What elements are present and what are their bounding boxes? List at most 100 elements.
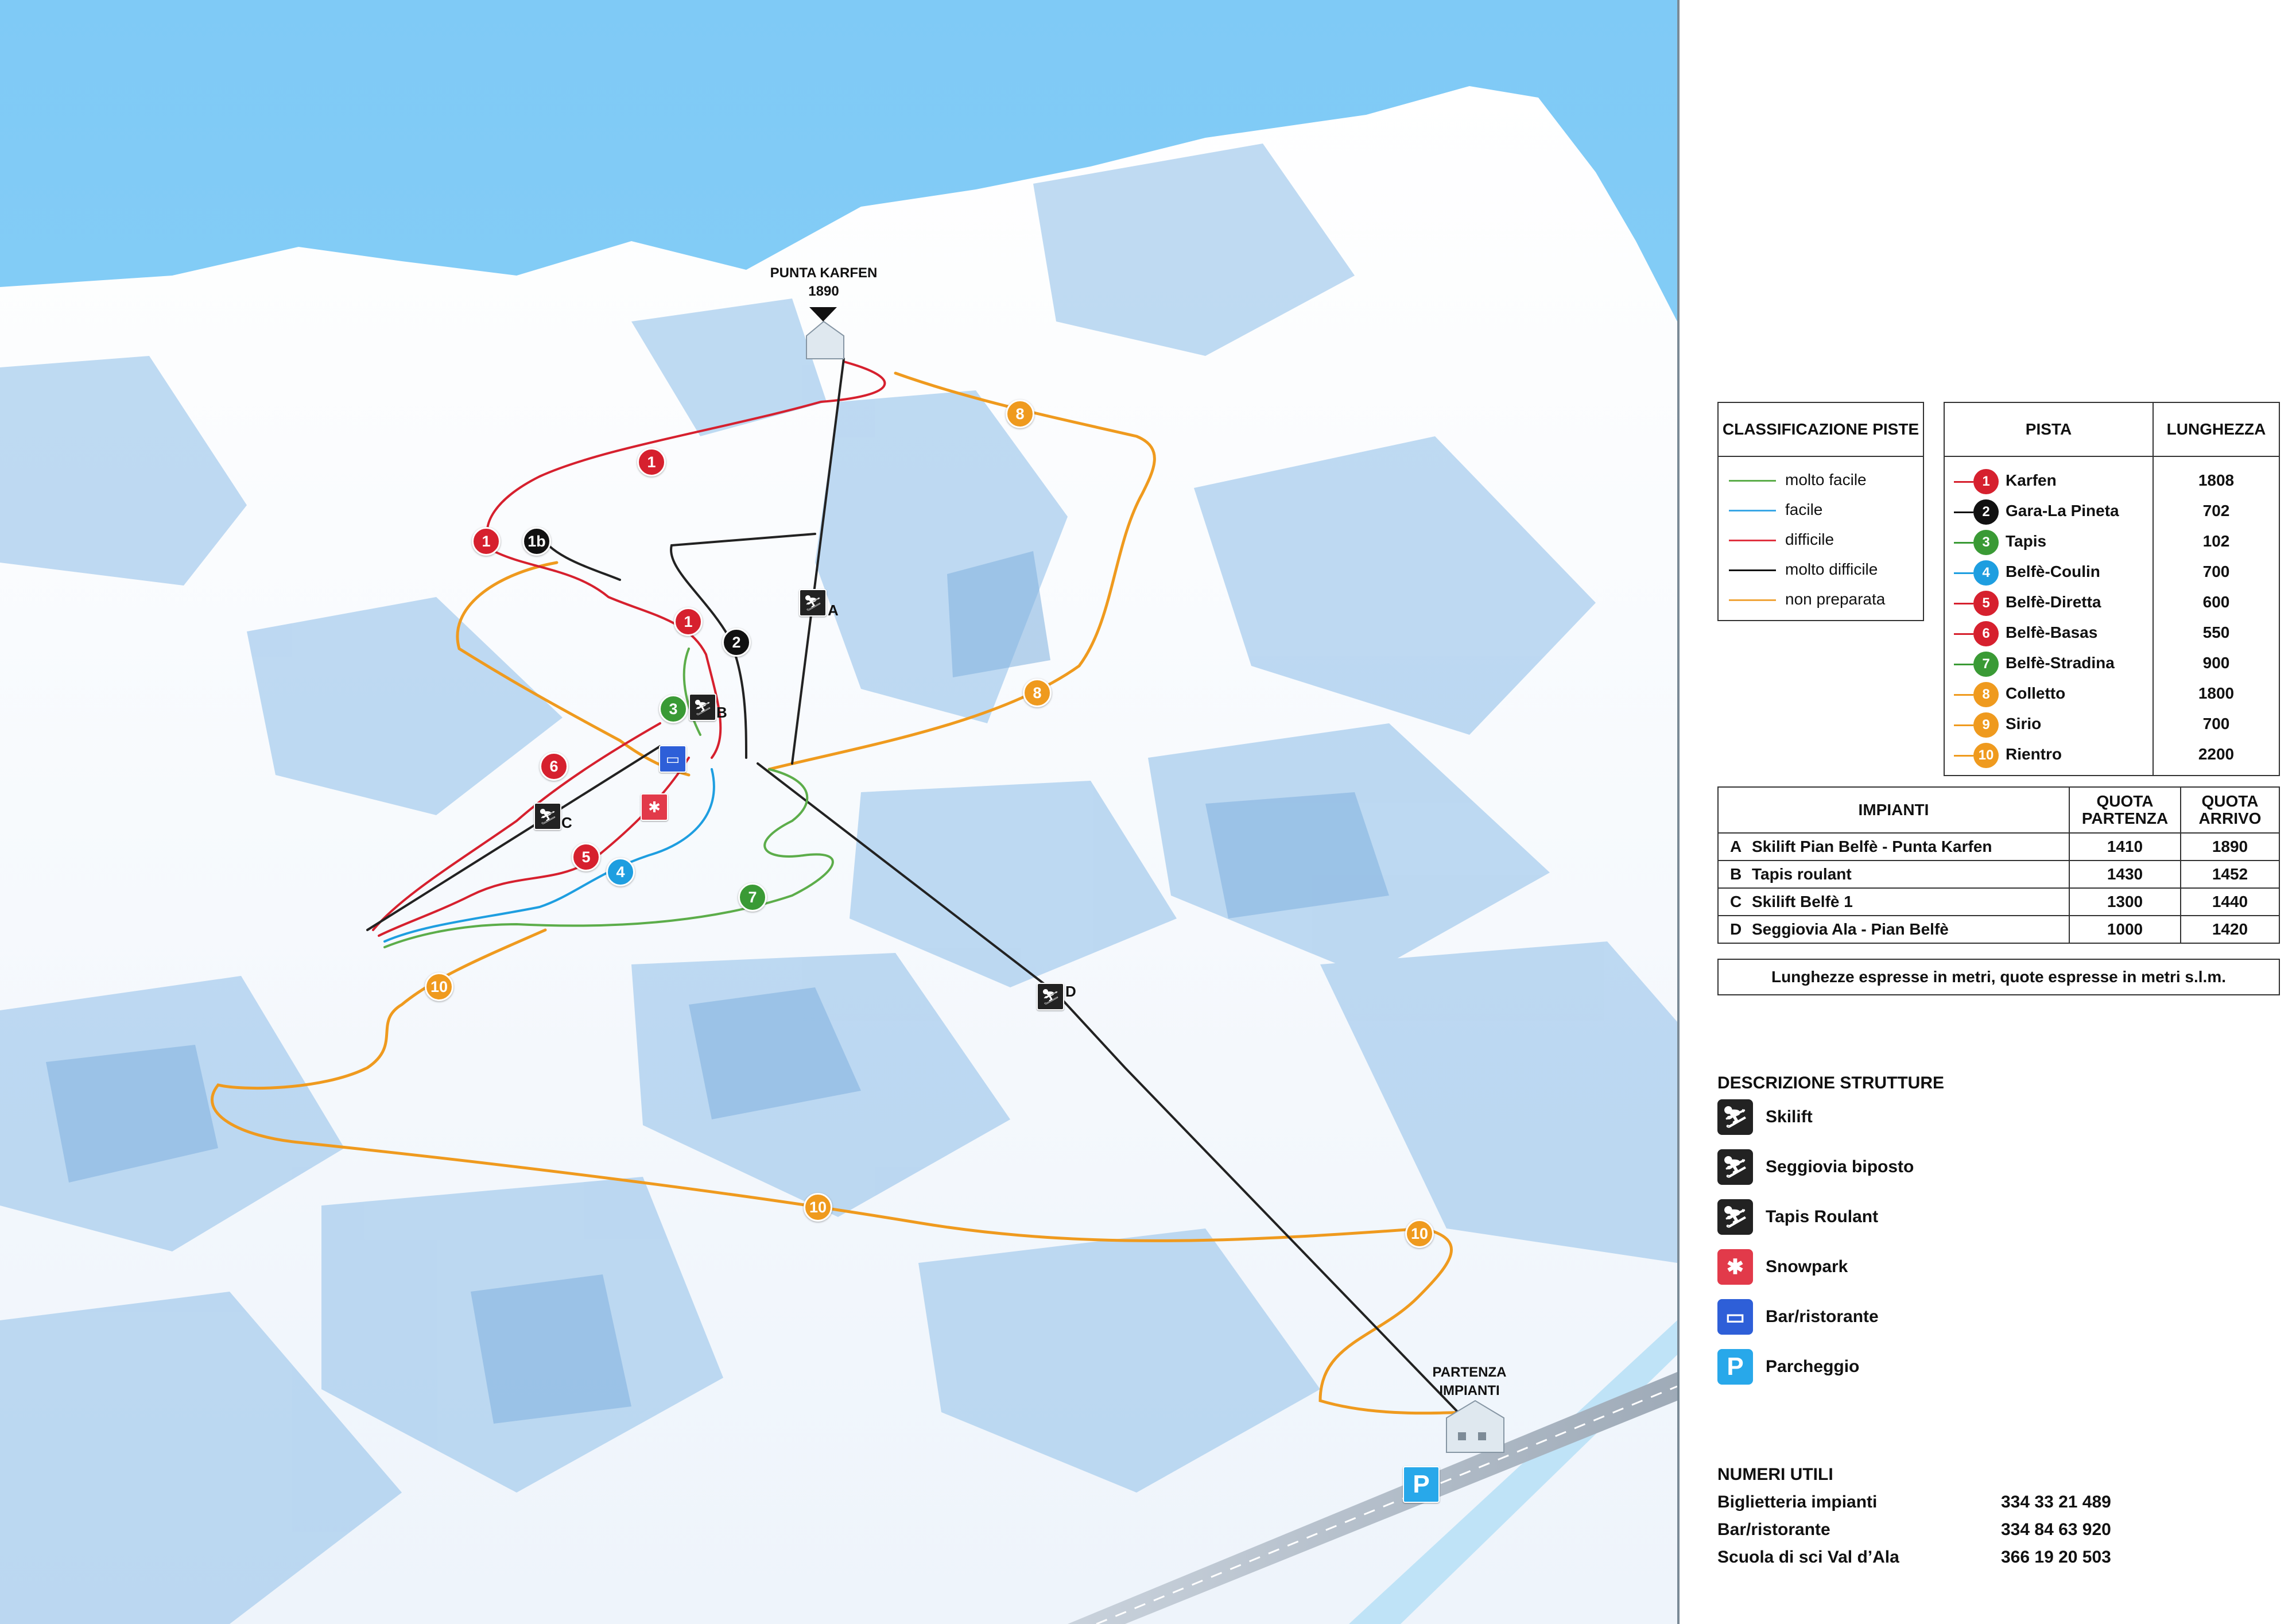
- legend-panel: CLASSIFICAZIONE PISTE molto facile facil…: [1680, 0, 2296, 1624]
- peak-label: PUNTA KARFEN 1890: [752, 264, 895, 301]
- run-marker-4[interactable]: 4: [606, 858, 635, 886]
- run-10-path: [211, 928, 1471, 1415]
- run-8-path: [767, 371, 1156, 771]
- piste-classification-table: CLASSIFICAZIONE PISTE molto facile facil…: [1717, 402, 1924, 621]
- run-marker-3[interactable]: 3: [659, 695, 688, 723]
- map-illustration: [0, 0, 1677, 1624]
- peak-name: PUNTA KARFEN: [770, 265, 878, 281]
- run-marker-1[interactable]: 1: [472, 527, 501, 556]
- bar-restaurant-icon[interactable]: ▭: [659, 745, 687, 773]
- swatch-green: [1729, 480, 1776, 482]
- chairlift-icon[interactable]: ⛷: [1037, 983, 1064, 1010]
- structure-item: ⛷ Tapis Roulant: [1717, 1199, 1878, 1235]
- skilift-icon[interactable]: ⛷: [799, 589, 827, 617]
- lift-D-line: [757, 762, 1459, 1413]
- phone-number[interactable]: 334 33 21 489: [2001, 1493, 2111, 1511]
- run-4-path: [383, 768, 715, 943]
- run-marker-1[interactable]: 1: [637, 448, 666, 476]
- lift-row[interactable]: A Skilift Pian Belfè - Punta Karfen 1410…: [1717, 832, 2280, 861]
- structures-title: DESCRIZIONE STRUTTURE: [1717, 1073, 1945, 1092]
- run-marker-5[interactable]: 5: [572, 843, 600, 871]
- river: [1349, 1320, 1677, 1624]
- snowpark-icon[interactable]: ✱: [641, 793, 668, 821]
- run-marker-8[interactable]: 8: [1006, 400, 1034, 428]
- structure-item: P Parcheggio: [1717, 1349, 1859, 1385]
- chairlift-icon: ⛷: [1717, 1149, 1753, 1185]
- lifts-col-start: QUOTA PARTENZA: [2069, 786, 2181, 834]
- classification-item: non preparata: [1729, 584, 1915, 614]
- phone-number[interactable]: 366 19 20 503: [2001, 1548, 2111, 1567]
- phone-number[interactable]: 334 84 63 920: [2001, 1520, 2111, 1539]
- bar-restaurant-icon: ▭: [1717, 1299, 1753, 1335]
- run-7-path: [383, 768, 834, 948]
- run-6-path: [372, 722, 661, 931]
- structure-item: ⛷ Skilift: [1717, 1099, 1813, 1135]
- run-marker-1b[interactable]: 1b: [522, 527, 551, 556]
- piste-length: 600: [2202, 593, 2230, 611]
- run-3-path: [682, 648, 701, 736]
- run-marker-1[interactable]: 1: [674, 607, 703, 636]
- peak-altitude: 1890: [808, 284, 839, 299]
- run-marker-8[interactable]: 8: [1023, 679, 1052, 707]
- run-marker-6[interactable]: 6: [540, 752, 568, 781]
- peak-marker-icon: [809, 307, 837, 321]
- classification-item: difficile: [1729, 525, 1915, 555]
- lifts-table: IMPIANTI QUOTA PARTENZA QUOTA ARRIVO A S…: [1717, 786, 2280, 944]
- piste-length: 900: [2202, 654, 2230, 672]
- classification-item: molto facile: [1729, 465, 1915, 495]
- piste-length: 1808: [2198, 471, 2235, 489]
- lift-label-C: C: [561, 814, 572, 831]
- numbers-title: NUMERI UTILI: [1717, 1465, 1833, 1484]
- classification-item: facile: [1729, 495, 1915, 525]
- peak-hut-icon: [806, 320, 844, 359]
- pistes-lengths-column: 1808 702 102 700 600 550 900 1800 700 22…: [2152, 456, 2280, 776]
- skilift-icon[interactable]: ⛷: [534, 803, 561, 830]
- run-marker-10[interactable]: 10: [425, 972, 453, 1001]
- base-label: PARTENZA IMPIANTI: [1412, 1363, 1527, 1400]
- phone-label: Biglietteria impianti: [1717, 1493, 1878, 1511]
- tapis-roulant-icon[interactable]: ⛷: [689, 693, 716, 721]
- parking-icon[interactable]: P: [1403, 1466, 1440, 1503]
- lift-C-line: [366, 745, 661, 931]
- phone-label: Scuola di sci Val d’Ala: [1717, 1548, 1899, 1567]
- run-marker-10[interactable]: 10: [1405, 1219, 1434, 1248]
- run-marker-10[interactable]: 10: [804, 1193, 832, 1222]
- lift-label-A: A: [828, 602, 839, 619]
- trail-map: PUNTA KARFEN 1890 PARTENZA IMPIANTI 1 1 …: [0, 0, 1677, 1624]
- parking-icon: P: [1717, 1349, 1753, 1385]
- piste-length: 2200: [2198, 745, 2235, 763]
- snowpark-icon: ✱: [1717, 1249, 1753, 1285]
- swatch-black: [1729, 569, 1776, 572]
- forest-shading: [46, 551, 1389, 1424]
- piste-length: 102: [2202, 532, 2230, 550]
- lifts-col-name: IMPIANTI: [1717, 786, 2070, 834]
- lift-row[interactable]: C Skilift Belfè 1 1300 1440: [1717, 887, 2280, 916]
- phone-label: Bar/ristorante: [1717, 1520, 1830, 1539]
- base-station-icon: [1446, 1400, 1504, 1453]
- piste-length: 550: [2202, 623, 2230, 641]
- lift-row[interactable]: D Seggiovia Ala - Pian Belfè 1000 1420: [1717, 915, 2280, 944]
- run-marker-2[interactable]: 2: [722, 628, 751, 657]
- classification-list: molto facile facile difficile molto diff…: [1717, 456, 1924, 621]
- piste-length: 700: [2202, 563, 2230, 580]
- road: [1068, 1372, 1677, 1624]
- lift-row[interactable]: B Tapis roulant 1430 1452: [1717, 860, 2280, 889]
- lift-label-D: D: [1065, 983, 1076, 1000]
- classification-item: molto difficile: [1729, 555, 1915, 584]
- tapis-roulant-icon: ⛷: [1717, 1199, 1753, 1235]
- run-marker-7[interactable]: 7: [738, 883, 767, 912]
- swatch-blue: [1729, 510, 1776, 512]
- swatch-orange: [1729, 599, 1776, 602]
